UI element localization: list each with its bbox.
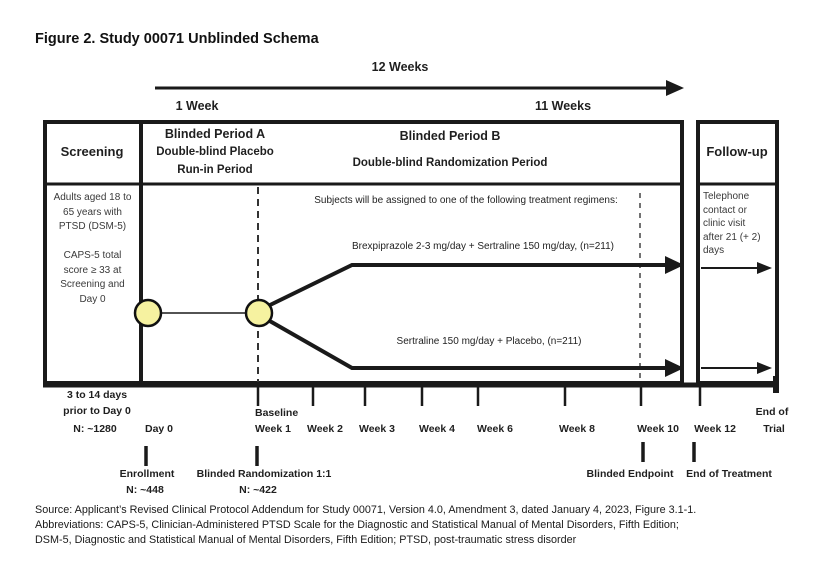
period-b-title: Blinded Period B — [399, 129, 501, 143]
abbreviations-note: Abbreviations: CAPS-5, Clinician-Adminis… — [35, 519, 679, 546]
period-b-subtitle: Double-blind Randomization Period — [352, 157, 548, 169]
screening-header: Screening — [60, 144, 124, 159]
follow-up-arrow-bottom-head-icon — [757, 362, 772, 374]
arm-sertraline-label: Sertraline 150 mg/day + Placebo, (n=211) — [396, 336, 582, 347]
timeline-label-week10: Week 10 — [637, 423, 679, 435]
follow-up-header: Follow-up — [706, 144, 768, 159]
follow-up-body: Telephone contact or clinic visit after … — [703, 191, 761, 256]
timeline-label-week3: Week 3 — [359, 423, 395, 435]
source-note: Source: Applicant’s Revised Clinical Pro… — [35, 504, 697, 516]
pre-screen-line1: 3 to 14 days — [66, 389, 128, 401]
timeline-label-week2: Week 2 — [307, 423, 343, 435]
timeline-label-week1: Week 1 — [255, 423, 291, 435]
enrollment-node — [133, 298, 163, 328]
arm-sertraline-arrow-head-icon — [665, 359, 684, 377]
screening-criteria: Adults aged 18 to 65 years with PTSD (DS… — [53, 192, 132, 305]
randomization-label: Blinded Randomization 1:1 — [196, 468, 332, 480]
milestone-ticks — [144, 442, 696, 466]
timeline-label-week8: Week 8 — [559, 423, 595, 435]
figure-title: Figure 2. Study 00071 Unblinded Schema — [35, 31, 319, 47]
assignment-note: Subjects will be assigned to one of the … — [314, 195, 618, 206]
timeline-label-end-of-trial-2: Trial — [763, 423, 785, 435]
period-a-subtitle1: Double-blind Placebo — [156, 146, 274, 158]
arm-brexpiprazole-line — [267, 263, 668, 308]
arm-brexpiprazole-arrow-head-icon — [665, 256, 684, 274]
timeline-label-week12: Week 12 — [694, 423, 736, 435]
period-a-subtitle2: Run-in Period — [177, 164, 253, 176]
timeline-label-day0: Day 0 — [144, 423, 174, 435]
timeline-end-cap — [773, 376, 779, 393]
arm-brexpiprazole-label: Brexpiprazole 2-3 mg/day + Sertraline 15… — [352, 241, 614, 252]
randomization-node — [244, 298, 274, 328]
duration-arrow-head-icon — [666, 80, 684, 96]
follow-up-arrow-top-head-icon — [757, 262, 772, 274]
timeline-label-end-of-trial-1: End of — [755, 406, 789, 418]
period-a-title: Blinded Period A — [164, 127, 266, 141]
randomization-n: N: ~422 — [239, 484, 277, 496]
arm-sertraline-line — [267, 318, 668, 370]
timeline-label-week4: Week 4 — [419, 423, 455, 435]
blinded-endpoint-label: Blinded Endpoint — [586, 468, 674, 480]
enrollment-label: Enrollment — [119, 468, 175, 480]
pre-screen-line2: prior to Day 0 — [63, 405, 131, 417]
randomization-duration-label: 11 Weeks — [534, 99, 592, 113]
end-of-treatment-label: End of Treatment — [686, 468, 772, 480]
run-in-duration-label: 1 Week — [175, 99, 219, 113]
timeline-label-week6: Week 6 — [477, 423, 513, 435]
timeline-ticks — [256, 387, 702, 406]
enrollment-n: N: ~448 — [126, 484, 164, 496]
total-duration-label: 12 Weeks — [371, 60, 429, 74]
timeline-label-baseline: Baseline — [255, 407, 299, 419]
pre-screen-n: N: ~1280 — [73, 423, 117, 435]
